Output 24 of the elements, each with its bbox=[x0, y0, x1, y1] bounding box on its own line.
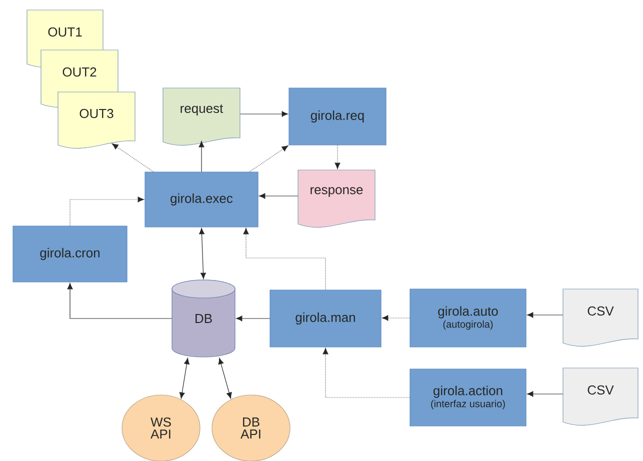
arrow bbox=[527, 391, 564, 397]
arrow bbox=[218, 358, 232, 399]
arrow bbox=[198, 140, 204, 172]
process-box: girola.exec bbox=[144, 172, 258, 228]
process-box: girola.auto (autogirola) bbox=[410, 288, 526, 348]
arrow bbox=[527, 312, 564, 318]
arrow bbox=[322, 348, 410, 398]
process-box: girola.cron bbox=[12, 226, 128, 282]
process-box: girola.man bbox=[270, 290, 382, 348]
arrow bbox=[67, 283, 172, 319]
arrow bbox=[236, 316, 270, 322]
arrow bbox=[243, 228, 326, 290]
arrow bbox=[249, 146, 288, 172]
process-box: girola.req bbox=[288, 88, 386, 146]
arrow bbox=[70, 196, 144, 226]
database-cylinder: DB bbox=[172, 280, 236, 358]
arrow bbox=[179, 358, 190, 399]
process-box: girola.action (interfaz usuario) bbox=[410, 368, 526, 426]
arrow bbox=[259, 193, 298, 199]
arrow bbox=[334, 144, 340, 170]
arrow bbox=[112, 144, 154, 172]
arrow bbox=[199, 228, 206, 279]
arrow bbox=[240, 111, 288, 117]
arrow bbox=[382, 315, 410, 321]
